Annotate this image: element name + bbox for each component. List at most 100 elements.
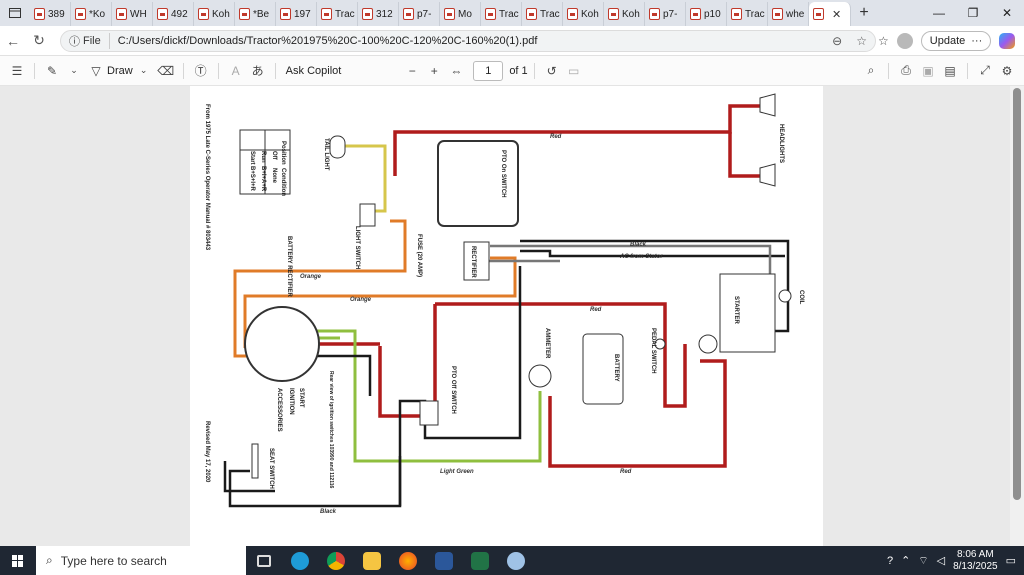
refresh-icon[interactable]: ↻ <box>33 32 45 48</box>
help-icon[interactable]: ? <box>886 554 894 567</box>
tab[interactable]: 197 <box>276 2 317 26</box>
tab-label: *Be <box>253 8 270 20</box>
tab[interactable]: Mo <box>440 2 481 26</box>
tab[interactable]: 389 <box>30 2 71 26</box>
file-explorer-icon[interactable] <box>354 546 390 575</box>
clock-date: 8/13/2025 <box>953 560 998 572</box>
page-view-icon[interactable]: ▭ <box>568 63 580 78</box>
pdf-file-icon <box>321 8 332 20</box>
zoom-out-icon[interactable]: − <box>408 63 416 78</box>
tab[interactable]: WH <box>112 2 153 26</box>
label-ammeter: AMMETER <box>544 328 550 359</box>
minimize-icon[interactable]: — <box>933 6 945 20</box>
tab[interactable]: Trac <box>522 2 563 26</box>
close-tab-icon[interactable]: ✕ <box>832 8 842 21</box>
tab[interactable]: 312 <box>358 2 399 26</box>
tab[interactable]: Koh <box>604 2 645 26</box>
favorite-star-icon[interactable]: ☆ <box>856 33 867 48</box>
restore-icon[interactable]: ❐ <box>967 6 979 20</box>
notifications-icon[interactable]: ▭ <box>1005 555 1016 567</box>
tab[interactable]: Koh <box>194 2 235 26</box>
tab-label: *Ko <box>89 8 106 20</box>
chevron-up-icon[interactable]: ⌃ <box>901 555 911 567</box>
pedal-switch-icon <box>654 338 666 350</box>
tab-active[interactable]: ✕ <box>809 2 851 26</box>
tab[interactable]: whe <box>768 2 809 26</box>
address-bar: ← ↻ ⓘ File C:/Users/dickf/Downloads/Trac… <box>0 26 1024 56</box>
tab[interactable]: Trac <box>317 2 358 26</box>
fit-page-icon[interactable]: ⇔ <box>450 63 463 78</box>
ask-copilot-button[interactable]: Ask Copilot <box>285 64 342 77</box>
tab[interactable]: Trac <box>481 2 522 26</box>
draw-button[interactable]: Draw <box>107 64 133 77</box>
search-icon[interactable]: ⌕ <box>867 63 875 77</box>
add-text-icon[interactable]: Ⓣ <box>194 64 207 78</box>
tab[interactable]: p10 <box>686 2 727 26</box>
chrome-icon[interactable] <box>318 546 354 575</box>
site-info-chip[interactable]: ⓘ File <box>69 32 110 49</box>
eraser-icon[interactable]: ⌫ <box>157 63 175 78</box>
tab[interactable]: p7- <box>645 2 686 26</box>
chevron-down-icon[interactable]: ⌄ <box>139 65 148 75</box>
read-aloud-icon[interactable]: A <box>231 63 240 78</box>
pto-off-switch-icon <box>419 400 439 426</box>
vertical-scrollbar[interactable] <box>1010 86 1024 546</box>
wire-orange-1: Orange <box>300 274 322 280</box>
page-number-input[interactable]: 1 <box>473 60 504 81</box>
favorites-icon[interactable]: ☆ <box>878 33 889 48</box>
zoom-icon[interactable]: ⊖ <box>832 33 843 48</box>
taskbar-search[interactable]: ⌕ Type here to search <box>36 546 246 575</box>
firefox-icon[interactable] <box>390 546 426 575</box>
table-header-condition: Condition <box>280 168 286 196</box>
close-window-icon[interactable]: ✕ <box>1001 6 1013 20</box>
tab[interactable]: Trac <box>727 2 768 26</box>
fullscreen-icon[interactable]: ⤢ <box>980 63 990 77</box>
excel-icon[interactable] <box>462 546 498 575</box>
battery-box <box>582 333 624 405</box>
tab-label: Trac <box>745 8 765 20</box>
edge-icon[interactable] <box>282 546 318 575</box>
profile-avatar[interactable] <box>896 32 913 49</box>
pdf-file-icon <box>485 8 496 20</box>
new-tab-button[interactable]: + <box>859 4 869 21</box>
back-icon[interactable]: ← <box>6 32 20 49</box>
tab[interactable]: 492 <box>153 2 194 26</box>
tab[interactable]: *Ko <box>71 2 112 26</box>
url-field[interactable]: ⓘ File C:/Users/dickf/Downloads/Tractor%… <box>60 29 876 52</box>
volume-icon[interactable]: ◁ <box>936 555 946 567</box>
contents-icon[interactable]: ☰ <box>11 63 23 78</box>
print-icon[interactable]: ⎙ <box>901 63 911 77</box>
update-button[interactable]: Update ··· <box>920 30 992 51</box>
translate-icon[interactable]: あ <box>251 64 264 78</box>
light-green-wires <box>300 329 542 463</box>
tab[interactable]: p7- <box>399 2 440 26</box>
paint-icon[interactable] <box>498 546 534 575</box>
tab-actions-icon[interactable] <box>0 0 30 26</box>
rotate-icon[interactable]: ↺ <box>546 63 557 78</box>
settings-gear-icon[interactable]: ⚙ <box>1001 63 1013 78</box>
scrollbar-thumb[interactable] <box>1013 88 1021 500</box>
highlight-icon[interactable]: ✎ <box>46 63 58 78</box>
pdf-file-icon <box>239 8 250 20</box>
pdf-toolbar: ☰ ✎ ⌄ ▽ Draw ⌄ ⌫ Ⓣ A あ Ask Copilot − + ⇔… <box>0 56 1024 86</box>
word-icon[interactable] <box>426 546 462 575</box>
starter-box <box>719 273 776 353</box>
zoom-in-icon[interactable]: + <box>430 63 438 78</box>
tab-label: WH <box>130 8 147 20</box>
copilot-icon[interactable] <box>999 32 1016 49</box>
tab-label: Trac <box>540 8 560 20</box>
pdf-file-icon <box>198 8 209 20</box>
start-button[interactable] <box>0 546 36 575</box>
clock[interactable]: 8:06 AM 8/13/2025 <box>953 549 998 573</box>
save-as-icon[interactable]: ▤ <box>944 63 956 78</box>
tab[interactable]: Koh <box>563 2 604 26</box>
draw-icon[interactable]: ▽ <box>91 63 101 78</box>
pdf-file-icon <box>690 8 701 20</box>
chevron-down-icon[interactable]: ⌄ <box>70 65 78 75</box>
tab[interactable]: *Be <box>235 2 276 26</box>
save-icon[interactable]: ▣ <box>922 63 934 78</box>
network-icon[interactable]: ⌔ <box>918 554 929 567</box>
label-pto-off: PTO Off SWITCH <box>450 366 456 414</box>
pdf-page: From 1975 Late C-Series Operator Manual … <box>190 86 823 546</box>
task-view-icon[interactable] <box>246 546 282 575</box>
